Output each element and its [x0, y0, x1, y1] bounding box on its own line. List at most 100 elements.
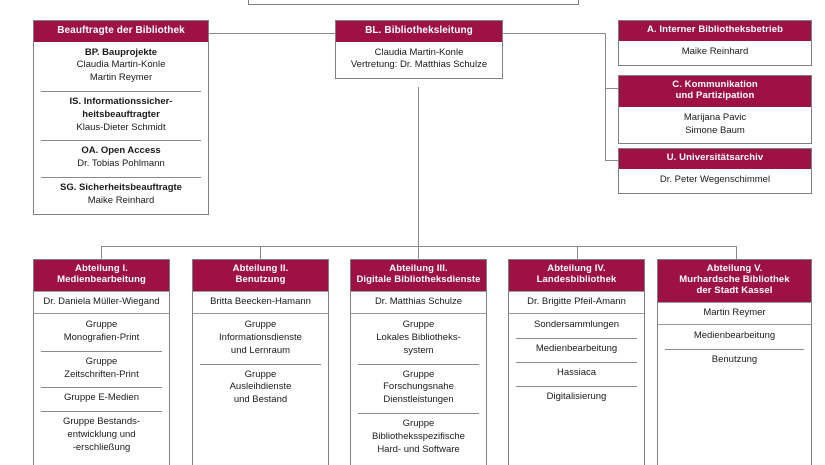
group-line: Forschungsnahe: [383, 381, 454, 393]
unit-c-person: Marijana Pavic: [683, 111, 747, 123]
group-line: und Lernraum: [230, 344, 291, 356]
box-beauftragte-der-bibliothek: Beauftragte der Bibliothek BP. Bauprojek…: [33, 20, 209, 215]
abteilung-1-group: Gruppe Zeitschriften-Print: [34, 350, 169, 388]
staff-person: Martin Reymer: [89, 72, 153, 84]
bibliotheksleitung-body: Claudia Martin-Konle Vertretung: Dr. Mat…: [336, 42, 502, 79]
abteilung-3-header-line1: Abteilung III.: [389, 263, 448, 274]
group-line: entwicklung und: [67, 429, 136, 441]
group-line: Informationsdienste: [219, 332, 302, 343]
group-line: Digitalisierung: [546, 390, 607, 402]
group-line: Lokales Bibliotheks-: [376, 332, 461, 343]
bibliotheksleitung-header: BL. Bibliotheksleitung: [336, 21, 502, 42]
leadership-head: Claudia Martin-Konle: [374, 46, 464, 58]
abteilung-4-group: Hassiaca: [509, 361, 644, 386]
staff-person: Claudia Martin-Konle: [76, 59, 166, 71]
connector-bus-to-dept-1: [101, 246, 102, 260]
abteilung-1-group: Gruppe Monografien-Print: [34, 314, 169, 351]
unit-c-header-line2: und Partizipation: [675, 89, 755, 101]
group-line: Gruppe: [402, 319, 435, 331]
unit-c-body: Marijana Pavic Simone Baum: [619, 107, 811, 144]
group-line: Gruppe E-Medien: [64, 392, 139, 404]
abteilung-1-head: Dr. Daniela Müller-Wiegand: [34, 290, 169, 313]
group-line: und Bestand: [233, 394, 288, 406]
connector-bus-to-dept-2: [260, 246, 261, 260]
abteilung-3-group: Gruppe Bibliotheksspezifische Hard- und …: [351, 413, 486, 462]
abteilung-3-header-line2: Digitale Bibliotheksdienste: [356, 273, 481, 285]
unit-c-header-line1: C. Kommunikation: [672, 79, 758, 90]
box-interner-bibliotheksbetrieb: A. Interner Bibliotheksbetrieb Maike Rei…: [618, 20, 812, 66]
group-line: -erschließung: [72, 441, 131, 453]
unit-a-header: A. Interner Bibliotheksbetrieb: [619, 21, 811, 41]
staff-entry-sicherheitsbeauftragte: SG. Sicherheitsbeauftragte Maike Reinhar…: [34, 177, 208, 214]
group-line: Medienbearbeitung: [693, 330, 776, 342]
abteilung-4-head: Dr. Brigitte Pfeil-Amann: [509, 290, 644, 313]
staff-person: Maike Reinhard: [87, 194, 155, 206]
abteilung-5-group: Medienbearbeitung: [658, 325, 811, 349]
group-line: Hassiaca: [556, 366, 597, 378]
abteilung-4-group: Digitalisierung: [509, 385, 644, 410]
staff-person: Dr. Tobias Pohlmann: [77, 158, 165, 170]
abteilung-5-header-line3: der Stadt Kassel: [696, 284, 773, 296]
group-line: Gruppe: [244, 319, 277, 331]
connector-staff-to-leadership: [209, 33, 335, 34]
group-line: Dienstleistungen: [383, 394, 454, 406]
group-line: Hard- und Software: [377, 443, 460, 455]
departments-horizontal-bus: [101, 246, 736, 247]
group-line: Gruppe: [85, 319, 118, 331]
abteilung-4-header: Abteilung IV. Landesbibliothek: [509, 260, 644, 291]
box-bibliotheksleitung: BL. Bibliotheksleitung Claudia Martin-Ko…: [335, 20, 503, 80]
unit-u-body: Dr. Peter Wegenschimmel: [619, 169, 811, 193]
leadership-deputy: Vertretung: Dr. Matthias Schulze: [350, 59, 488, 71]
abteilung-1-header-line2: Medienbearbeitung: [57, 273, 146, 285]
staff-entry-title: OA. Open Access: [81, 145, 161, 157]
connector-bus-to-dept-4: [577, 246, 578, 260]
abteilung-2-header-line1: Abteilung II.: [232, 263, 289, 274]
abteilung-5-group: Benutzung: [658, 348, 811, 373]
abteilung-4-header-line1: Abteilung IV.: [547, 263, 606, 274]
abteilung-3-head: Dr. Matthias Schulze: [351, 290, 486, 313]
group-line: Gruppe: [85, 355, 118, 367]
group-line: system: [403, 344, 434, 356]
box-abteilung-2: Abteilung II. Benutzung Britta Beecken-H…: [192, 259, 329, 465]
group-line: Bibliotheksspezifische: [372, 430, 465, 442]
abteilung-2-header: Abteilung II. Benutzung: [193, 260, 328, 291]
abteilung-3-group: Gruppe Forschungsnahe Dienstleistungen: [351, 363, 486, 413]
group-line: Gruppe: [402, 418, 435, 430]
group-line: Medienbearbeitung: [535, 343, 618, 354]
group-line: Sondersammlungen: [533, 319, 620, 331]
abteilung-3-header: Abteilung III. Digitale Bibliotheksdiens…: [351, 260, 486, 291]
group-line: Gruppe: [244, 368, 277, 380]
group-line: Gruppe: [402, 368, 435, 380]
group-line: Gruppe Bestands-: [62, 416, 141, 428]
box-abteilung-5: Abteilung V. Murhardsche Bibliothek der …: [657, 259, 812, 465]
box-abteilung-3: Abteilung III. Digitale Bibliotheksdiens…: [350, 259, 487, 465]
abteilung-2-group: Gruppe Informationsdienste und Lernraum: [193, 314, 328, 363]
abteilung-1-group: Gruppe Bestands- entwicklung und -erschl…: [34, 411, 169, 460]
abteilung-4-group: Medienbearbeitung: [509, 338, 644, 362]
abteilung-2-group: Gruppe Ausleihdienste und Bestand: [193, 363, 328, 413]
group-line: Monografien-Print: [63, 332, 140, 343]
abteilung-2-header-line2: Benutzung: [235, 273, 286, 285]
staff-entry-title-line1: IS. Informationssicher-: [69, 95, 173, 107]
staff-entry-bauprojekte: BP. Bauprojekte Claudia Martin-Konle Mar…: [34, 42, 208, 91]
box-universitaetsarchiv: U. Universitätsarchiv Dr. Peter Wegensch…: [618, 148, 812, 194]
unit-u-person: Dr. Peter Wegenschimmel: [659, 173, 771, 185]
box-abteilung-4: Abteilung IV. Landesbibliothek Dr. Brigi…: [508, 259, 645, 465]
staff-person: Klaus-Dieter Schmidt: [76, 121, 166, 133]
unit-a-person: Maike Reinhard: [681, 45, 749, 57]
unit-u-header: U. Universitätsarchiv: [619, 149, 811, 169]
abteilung-1-group: Gruppe E-Medien: [34, 387, 169, 411]
connector-leadership-to-right-bus: [503, 33, 606, 34]
staff-entry-informationssicherheit: IS. Informationssicher- heitsbeauftragte…: [34, 90, 208, 140]
abteilung-1-header-line1: Abteilung I.: [75, 263, 128, 274]
connector-bus-to-dept-5: [736, 246, 737, 260]
unit-a-body: Maike Reinhard: [619, 41, 811, 65]
abteilung-4-group: Sondersammlungen: [509, 314, 644, 338]
abteilung-1-header: Abteilung I. Medienbearbeitung: [34, 260, 169, 291]
beauftragte-header: Beauftragte der Bibliothek: [34, 21, 208, 42]
abteilung-5-header-line1: Abteilung V.: [706, 263, 763, 274]
group-line: Zeitschriften-Print: [64, 368, 139, 380]
abteilung-5-header-line2: Murhardsche Bibliothek: [679, 273, 790, 285]
clipped-top-box: [248, 0, 579, 5]
